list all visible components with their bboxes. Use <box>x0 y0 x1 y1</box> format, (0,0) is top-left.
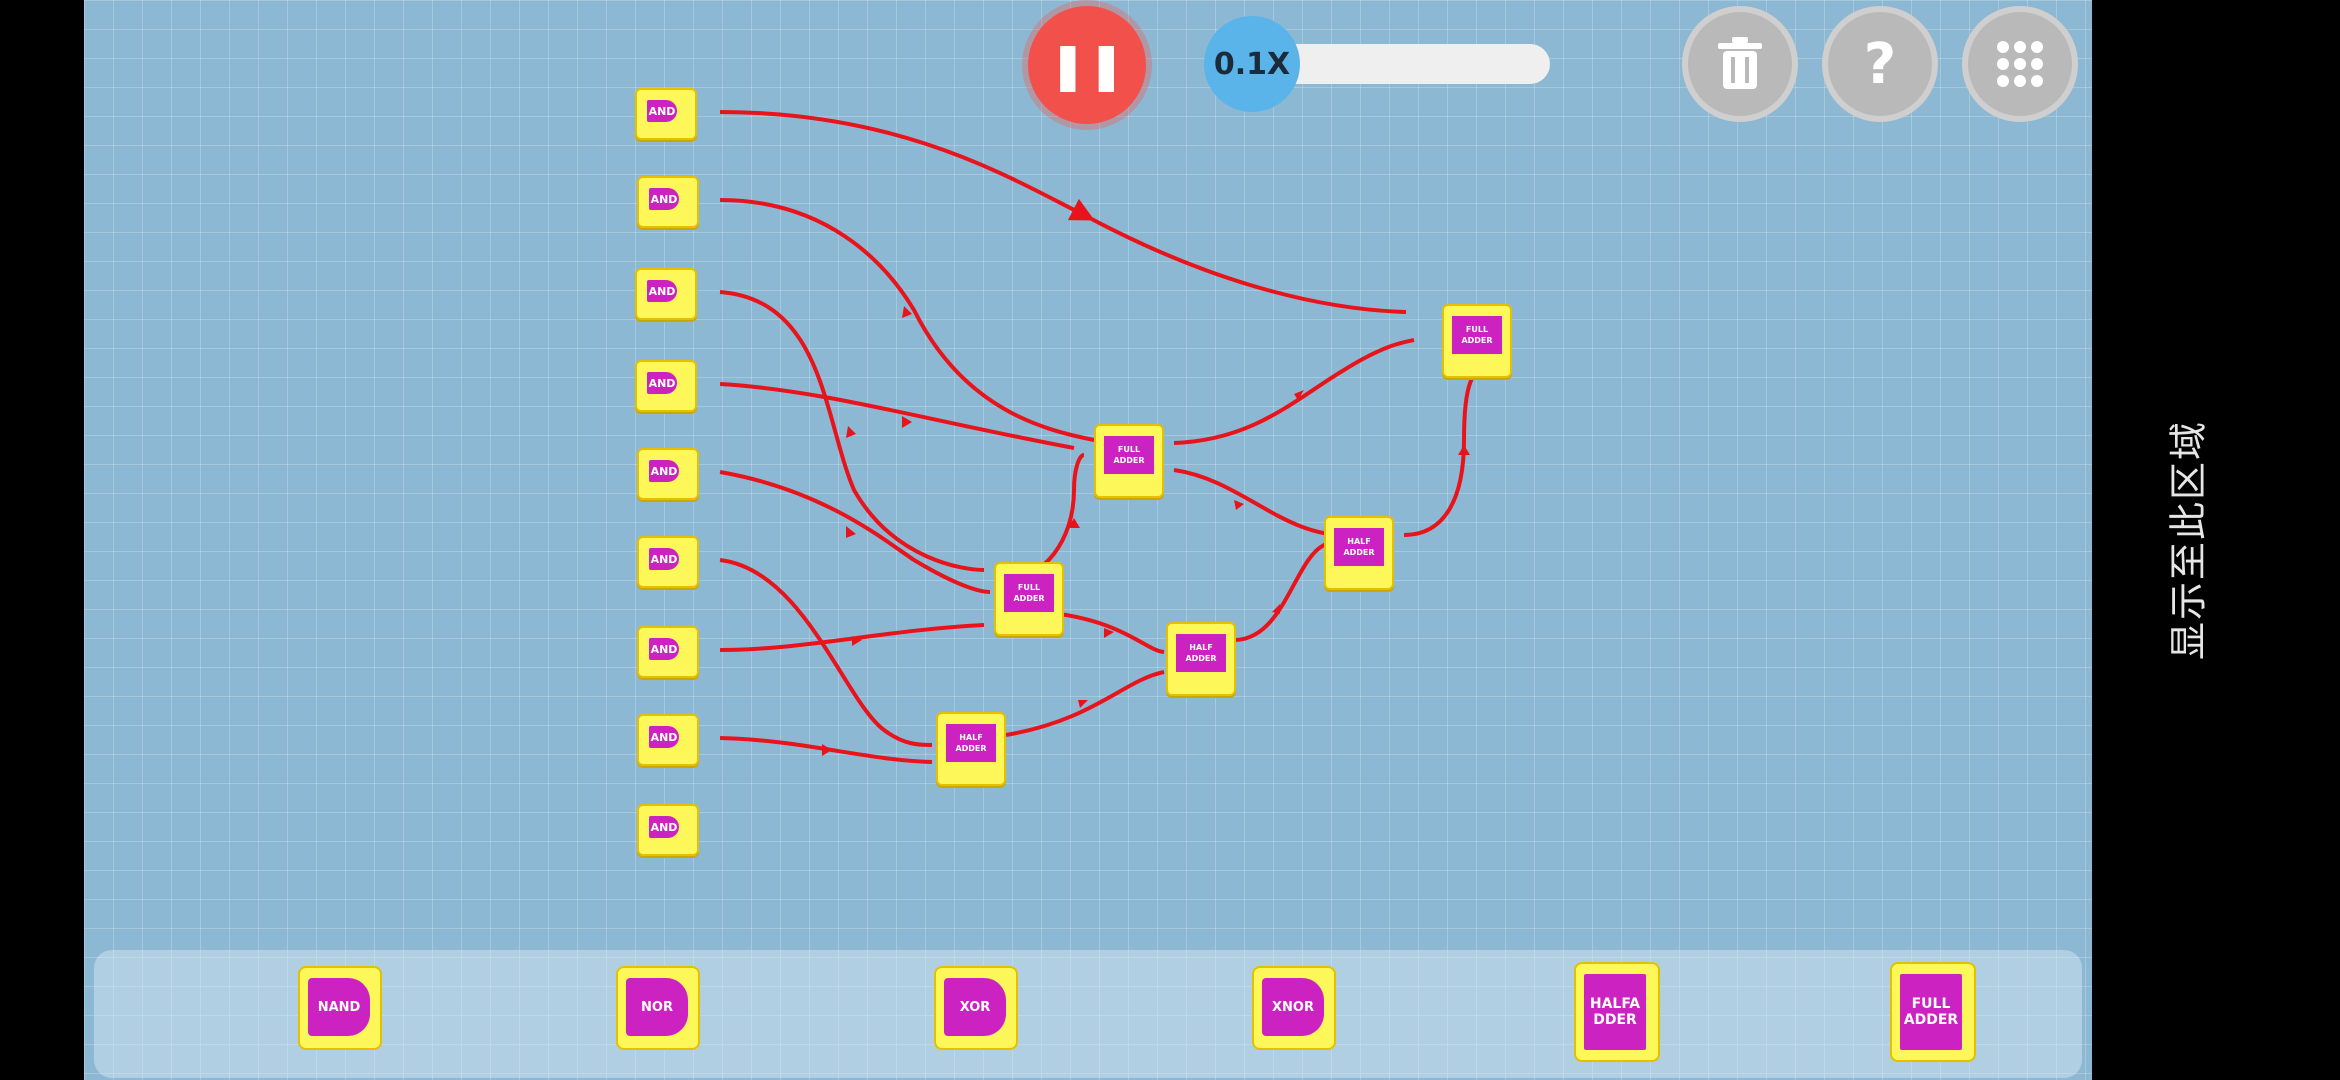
wire-arrow <box>846 426 856 438</box>
and-gate[interactable]: AND <box>637 626 699 678</box>
wire-arrow <box>1104 628 1114 638</box>
and-gate-label: AND <box>649 188 679 210</box>
palette-half-adder[interactable]: HALFA DDER <box>1566 962 1662 1062</box>
wire-arrow <box>852 636 862 646</box>
half-adder-label: HALF ADDER <box>1176 634 1226 672</box>
palette-label: XOR <box>944 978 1006 1036</box>
wire <box>719 558 933 747</box>
palette-gate: NAND <box>298 966 382 1050</box>
speed-slider-knob[interactable]: 0.1X <box>1204 16 1300 112</box>
full-adder-gate[interactable]: FULL ADDER <box>1094 424 1164 498</box>
wire-arrow <box>846 526 856 538</box>
palette-full-adder[interactable]: FULL ADDER <box>1882 962 1978 1062</box>
palette-gate: FULL ADDER <box>1890 962 1976 1062</box>
wire <box>719 623 985 652</box>
speed-label: 0.1X <box>1213 46 1291 82</box>
grid-icon <box>1997 41 2043 87</box>
and-gate[interactable]: AND <box>637 536 699 588</box>
wire <box>1173 338 1415 445</box>
wire-arrow <box>1458 445 1470 455</box>
and-gate-label: AND <box>647 372 677 394</box>
and-gate[interactable]: AND <box>637 448 699 500</box>
palette-nand[interactable]: NAND <box>290 962 386 1050</box>
grid-menu-button[interactable] <box>1962 6 2078 122</box>
wire-arrow <box>1272 604 1280 614</box>
half-adder-gate[interactable]: HALF ADDER <box>1166 622 1236 696</box>
wire <box>719 382 1075 450</box>
wire <box>719 290 985 572</box>
component-palette <box>94 950 2082 1078</box>
wire <box>1043 610 1165 654</box>
palette-label: NOR <box>626 978 688 1036</box>
palette-gate: NOR <box>616 966 700 1050</box>
half-adder-gate[interactable]: HALF ADDER <box>936 712 1006 786</box>
and-gate[interactable]: AND <box>637 714 699 766</box>
full-adder-label: FULL ADDER <box>1104 436 1154 474</box>
trash-icon <box>1718 37 1762 89</box>
wire-arrow <box>822 744 832 756</box>
half-adder-label: HALF ADDER <box>946 724 996 762</box>
help-label: ? <box>1863 31 1897 97</box>
half-adder-gate[interactable]: HALF ADDER <box>1324 516 1394 590</box>
wire-arrow <box>1068 518 1080 528</box>
and-gate[interactable]: AND <box>637 176 699 228</box>
wire <box>719 470 991 594</box>
rotated-hint-label: 显示至此区域 <box>2166 419 2211 661</box>
wire-arrow <box>902 416 912 428</box>
wire-arrow <box>1294 390 1304 400</box>
and-gate-label: AND <box>649 726 679 748</box>
and-gate-label: AND <box>647 100 677 122</box>
full-adder-gate[interactable]: FULL ADDER <box>1442 304 1512 378</box>
half-adder-label: HALF ADDER <box>1334 528 1384 566</box>
wire-arrow <box>1234 500 1244 510</box>
right-panel <box>2092 0 2340 1080</box>
wire-arrow <box>1078 700 1088 708</box>
wire <box>719 198 1095 442</box>
pause-button[interactable]: ❚❚ <box>1028 6 1146 124</box>
pause-icon: ❚❚ <box>1048 38 1126 92</box>
palette-gate: XOR <box>934 966 1018 1050</box>
wire <box>1005 670 1165 737</box>
palette-xnor[interactable]: XNOR <box>1244 962 1340 1050</box>
palette-label: HALFA DDER <box>1584 974 1646 1050</box>
and-gate[interactable]: AND <box>637 804 699 856</box>
palette-nor[interactable]: NOR <box>608 962 704 1050</box>
wire <box>719 110 1407 314</box>
full-adder-gate[interactable]: FULL ADDER <box>994 562 1064 636</box>
and-gate-label: AND <box>649 460 679 482</box>
wire-layer <box>719 110 1485 764</box>
palette-xor[interactable]: XOR <box>926 962 1022 1050</box>
and-gate-label: AND <box>649 816 679 838</box>
and-gate-label: AND <box>649 548 679 570</box>
and-gate-label: AND <box>647 280 677 302</box>
wire-arrow <box>1076 208 1084 218</box>
and-gate-label: AND <box>649 638 679 660</box>
trash-button[interactable] <box>1682 6 1798 122</box>
and-gate[interactable]: AND <box>635 88 697 140</box>
wire <box>1403 368 1485 537</box>
and-gate[interactable]: AND <box>635 360 697 412</box>
help-button[interactable]: ? <box>1822 6 1938 122</box>
palette-label: FULL ADDER <box>1900 974 1962 1050</box>
palette-label: NAND <box>308 978 370 1036</box>
and-gate[interactable]: AND <box>635 268 697 320</box>
full-adder-label: FULL ADDER <box>1452 316 1502 354</box>
palette-label: XNOR <box>1262 978 1324 1036</box>
palette-gate: HALFA DDER <box>1574 962 1660 1062</box>
palette-gate: XNOR <box>1252 966 1336 1050</box>
full-adder-label: FULL ADDER <box>1004 574 1054 612</box>
wire-arrow <box>902 306 912 318</box>
circuit-canvas[interactable]: AND AND AND AND AND AND AND AND AND FULL… <box>84 0 2092 1080</box>
left-screen-edge <box>0 0 84 1080</box>
